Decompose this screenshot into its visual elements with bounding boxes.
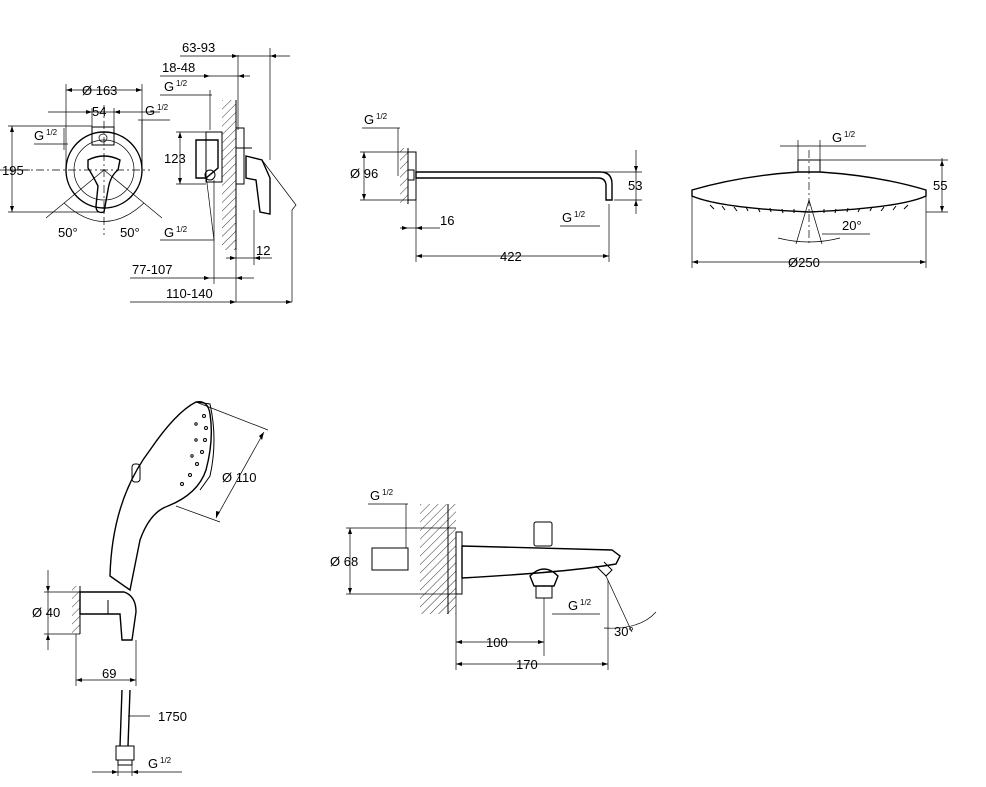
bath-spout-drawing <box>346 503 657 670</box>
shower-head-nozzles <box>709 204 909 214</box>
dim-g-valve-bottom-frac: 1/2 <box>176 225 188 234</box>
head-dim-250: Ø250 <box>788 255 820 270</box>
spout-dim-30: 30° <box>614 624 634 639</box>
hand-dim-1750: 1750 <box>158 709 187 724</box>
dim-g-valve-top-frac: 1/2 <box>176 79 188 88</box>
dim-g-left: G <box>34 128 44 143</box>
dim-77-107: 77-107 <box>132 262 172 277</box>
head-g: G <box>832 130 842 145</box>
dim-g-right-frac: 1/2 <box>157 103 169 112</box>
hand-shower-drawing <box>44 401 269 776</box>
shower-arm-drawing <box>360 127 642 262</box>
hand-dim-69: 69 <box>102 666 116 681</box>
dim-angle-right: 50° <box>120 225 140 240</box>
shower-head-drawing <box>691 140 948 268</box>
dim-18-48: 18-48 <box>162 60 195 75</box>
spout-g-top-frac: 1/2 <box>382 488 394 497</box>
hand-g-frac: 1/2 <box>160 756 172 765</box>
hand-shower-nozzles <box>180 414 208 486</box>
spout-dim-68: Ø 68 <box>330 554 358 569</box>
valve-front-view <box>0 84 170 235</box>
dim-g-valve-bottom: G <box>164 225 174 240</box>
dim-dia-163: Ø 163 <box>82 83 117 98</box>
dim-g-left-frac: 1/2 <box>46 128 58 137</box>
spout-g-bottom: G <box>568 598 578 613</box>
arm-dim-96: Ø 96 <box>350 166 378 181</box>
spout-dim-170: 170 <box>516 657 538 672</box>
dim-angle-left: 50° <box>58 225 78 240</box>
dim-12: 12 <box>256 243 270 258</box>
dim-123: 123 <box>164 151 186 166</box>
arm-dim-422: 422 <box>500 249 522 264</box>
arm-g-bottom-frac: 1/2 <box>574 210 586 219</box>
head-g-frac: 1/2 <box>844 130 856 139</box>
hand-dim-110: Ø 110 <box>222 470 256 485</box>
spout-g-bottom-frac: 1/2 <box>580 598 592 607</box>
dim-g-valve-top: G <box>164 79 174 94</box>
arm-g-top: G <box>364 112 374 127</box>
hand-dim-40: Ø 40 <box>32 605 60 620</box>
dim-195: 195 <box>2 163 24 178</box>
spout-dim-100: 100 <box>486 635 508 650</box>
spout-g-top: G <box>370 488 380 503</box>
arm-g-top-frac: 1/2 <box>376 112 388 121</box>
valve-side-view <box>130 48 297 304</box>
arm-g-bottom: G <box>562 210 572 225</box>
head-dim-20: 20° <box>842 218 862 233</box>
dim-54: 54 <box>92 104 106 119</box>
dim-110-140: 110-140 <box>166 286 213 301</box>
head-dim-55: 55 <box>933 178 947 193</box>
hand-g: G <box>148 756 158 771</box>
dim-g-right: G <box>145 103 155 118</box>
arm-dim-16: 16 <box>440 213 454 228</box>
dim-63-93: 63-93 <box>182 40 215 55</box>
arm-dim-53: 53 <box>628 178 642 193</box>
